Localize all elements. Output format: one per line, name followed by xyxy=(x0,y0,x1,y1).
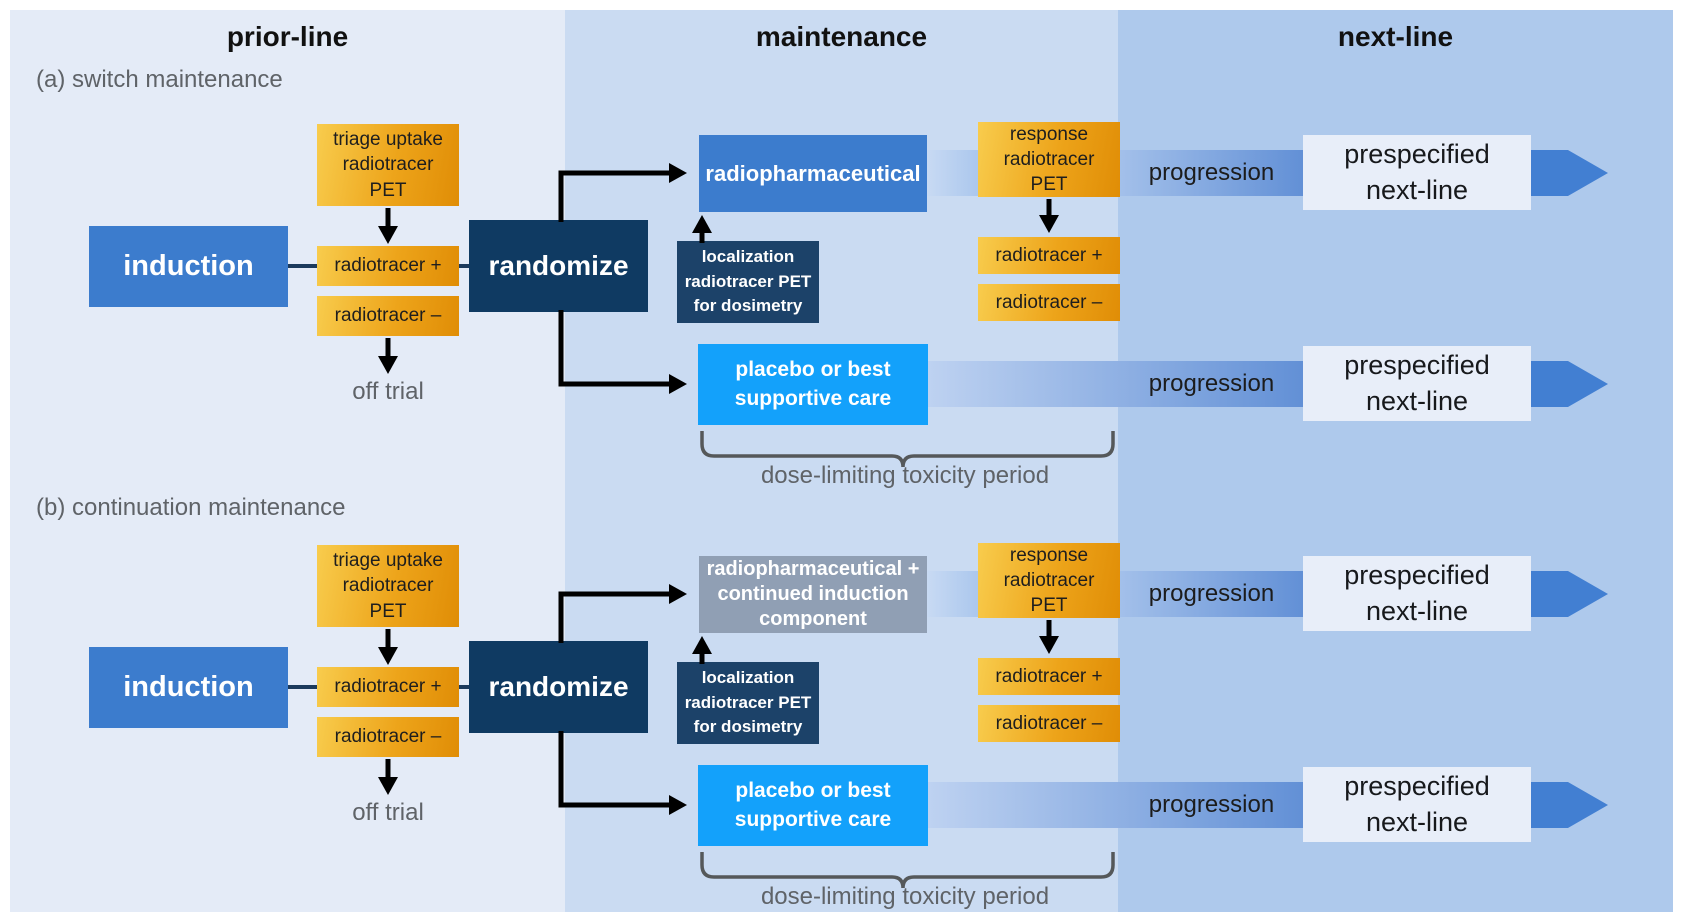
radiotracer-negative-box-a: radiotracer – xyxy=(317,296,459,336)
triage-uptake-pet-box-a: triage uptake radiotracer PET xyxy=(317,124,459,206)
progression-band-b-top xyxy=(1120,571,1303,617)
radiopharmaceutical-box-a: radiopharmaceutical xyxy=(699,135,927,212)
progression-band-b-bottom xyxy=(928,782,1303,828)
panel-a-label: (a) switch maintenance xyxy=(36,66,283,93)
radiotracer-positive-box-a: radiotracer + xyxy=(317,246,459,286)
dlt-label-b: dose-limiting toxicity period xyxy=(760,883,1050,910)
localization-pet-box-b: localization radiotracer PET for dosimet… xyxy=(677,662,819,744)
progression-label-b-bottom: progression xyxy=(1148,791,1275,818)
randomize-box-a: randomize xyxy=(469,220,648,312)
off-trial-label-b: off trial xyxy=(352,799,424,826)
localization-pet-box-a: localization radiotracer PET for dosimet… xyxy=(677,241,819,323)
radiotracer-positive-box-b: radiotracer + xyxy=(317,667,459,707)
induction-box-a: induction xyxy=(89,226,288,307)
induction-box-b: induction xyxy=(89,647,288,728)
progression-label-a-top: progression xyxy=(1148,159,1275,186)
randomize-box-b: randomize xyxy=(469,641,648,733)
prespecified-next-line-box-a-bottom: prespecified next-line xyxy=(1303,346,1531,421)
placebo-box-b: placebo or best supportive care xyxy=(698,765,928,846)
column-header-prior-line: prior-line xyxy=(226,21,349,52)
progression-label-a-bottom: progression xyxy=(1148,370,1275,397)
response-radiotracer-positive-box-a: radiotracer + xyxy=(978,237,1120,274)
prespecified-next-line-box-a-top: prespecified next-line xyxy=(1303,135,1531,210)
progression-band-a-bottom xyxy=(928,361,1303,407)
prespecified-next-line-box-b-top: prespecified next-line xyxy=(1303,556,1531,631)
prespecified-next-line-box-b-bottom: prespecified next-line xyxy=(1303,767,1531,842)
response-pet-box-a: response radiotracer PET xyxy=(978,122,1120,197)
off-trial-label-a: off trial xyxy=(352,378,424,405)
radiotracer-negative-box-b: radiotracer – xyxy=(317,717,459,757)
placebo-box-a: placebo or best supportive care xyxy=(698,344,928,425)
progression-label-b-top: progression xyxy=(1148,580,1275,607)
link-band-b-top xyxy=(927,571,978,617)
triage-uptake-pet-box-b: triage uptake radiotracer PET xyxy=(317,545,459,627)
progression-band-a-top xyxy=(1120,150,1303,196)
radiopharmaceutical-continued-box-b: radiopharmaceutical + continued inductio… xyxy=(699,556,927,633)
column-header-maintenance: maintenance xyxy=(755,21,928,52)
dlt-label-a: dose-limiting toxicity period xyxy=(760,462,1050,489)
response-radiotracer-positive-box-b: radiotracer + xyxy=(978,658,1120,695)
column-band-prior-line xyxy=(10,10,565,912)
response-radiotracer-negative-box-b: radiotracer – xyxy=(978,705,1120,742)
column-header-next-line: next-line xyxy=(1337,21,1454,52)
panel-b-label: (b) continuation maintenance xyxy=(36,494,346,521)
response-pet-box-b: response radiotracer PET xyxy=(978,543,1120,618)
response-radiotracer-negative-box-a: radiotracer – xyxy=(978,284,1120,321)
link-band-a-top xyxy=(927,150,978,196)
